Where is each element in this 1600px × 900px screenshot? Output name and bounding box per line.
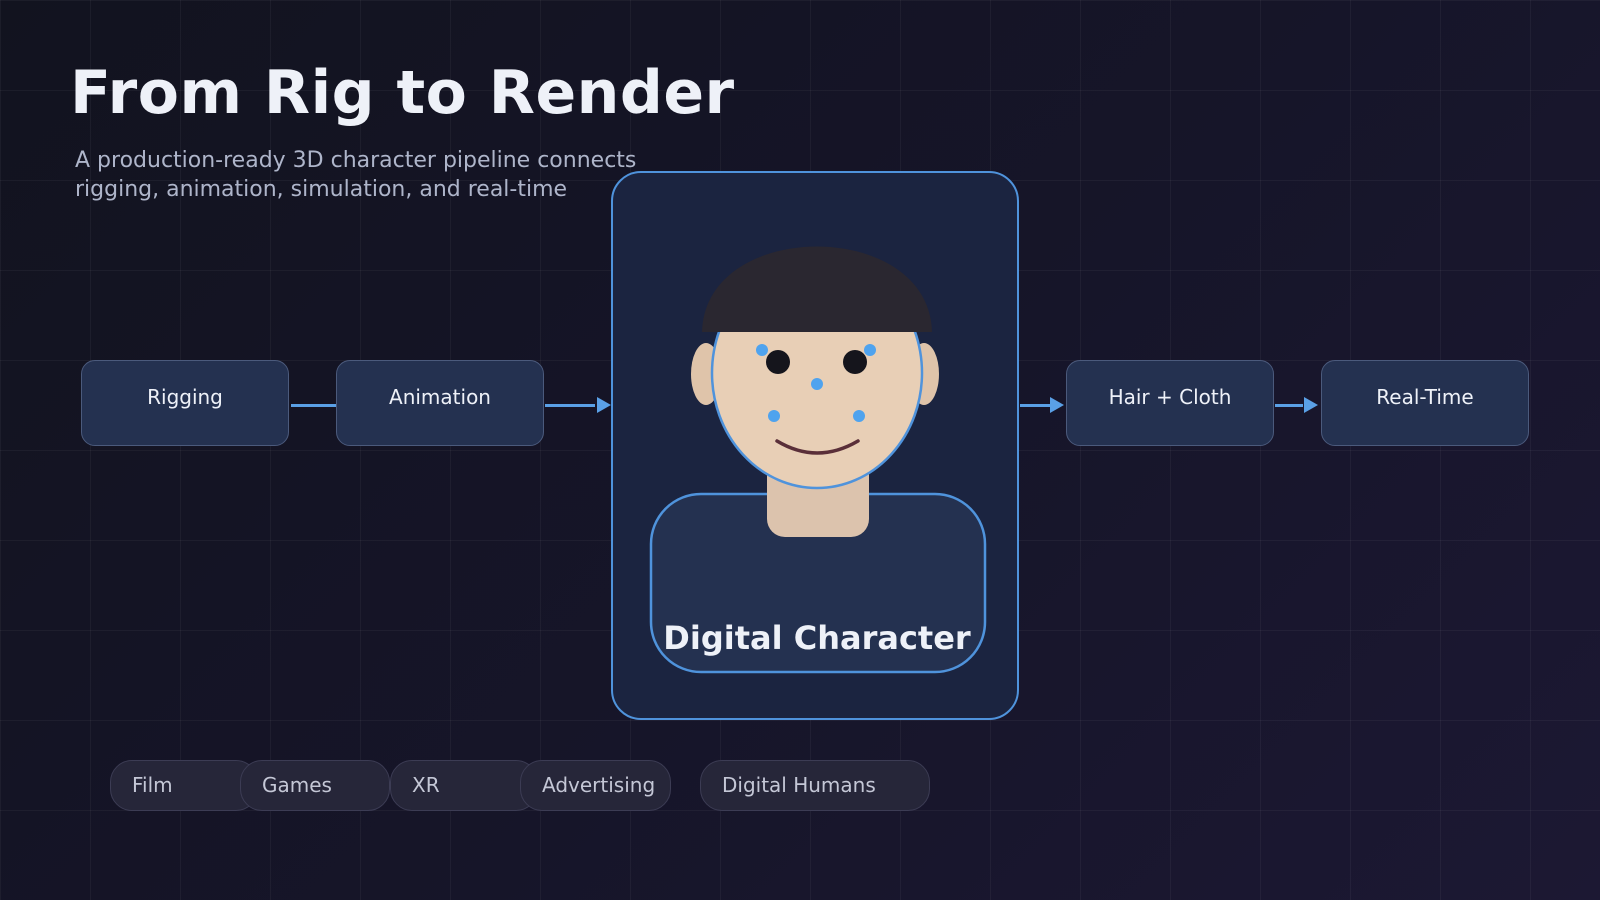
arrow-to-hair-icon: [1050, 397, 1064, 413]
connector-rigging-animation: [291, 404, 337, 407]
pipeline-step-real-time: Real-Time: [1321, 360, 1529, 446]
connector-hair-realtime: [1275, 404, 1303, 407]
page-subtitle: A production-ready 3D character pipeline…: [75, 148, 637, 202]
tag-film: Film: [110, 760, 258, 811]
arrow-to-character-icon: [597, 397, 611, 413]
character-hair: [702, 246, 932, 332]
tag-games: Games: [240, 760, 390, 811]
connector-character-hair: [1020, 404, 1050, 407]
tag-xr: XR: [390, 760, 538, 811]
left-eye: [766, 350, 790, 374]
character-mouth: [775, 439, 860, 455]
center-label: Digital Character: [663, 619, 971, 657]
digital-character-card: Digital Character: [611, 171, 1019, 720]
connector-animation-character: [545, 404, 595, 407]
facial-rig-markers: [756, 344, 876, 422]
tag-advertising: Advertising: [520, 760, 671, 811]
right-eye: [843, 350, 867, 374]
character-illustration: Digital Character: [649, 246, 987, 674]
tag-digital-humans: Digital Humans: [700, 760, 930, 811]
pipeline-step-rigging: Rigging: [81, 360, 289, 446]
page-title: From Rig to Render: [70, 58, 735, 128]
pipeline-step-hair-cloth: Hair + Cloth: [1066, 360, 1274, 446]
pipeline-step-animation: Animation: [336, 360, 544, 446]
arrow-to-realtime-icon: [1304, 397, 1318, 413]
